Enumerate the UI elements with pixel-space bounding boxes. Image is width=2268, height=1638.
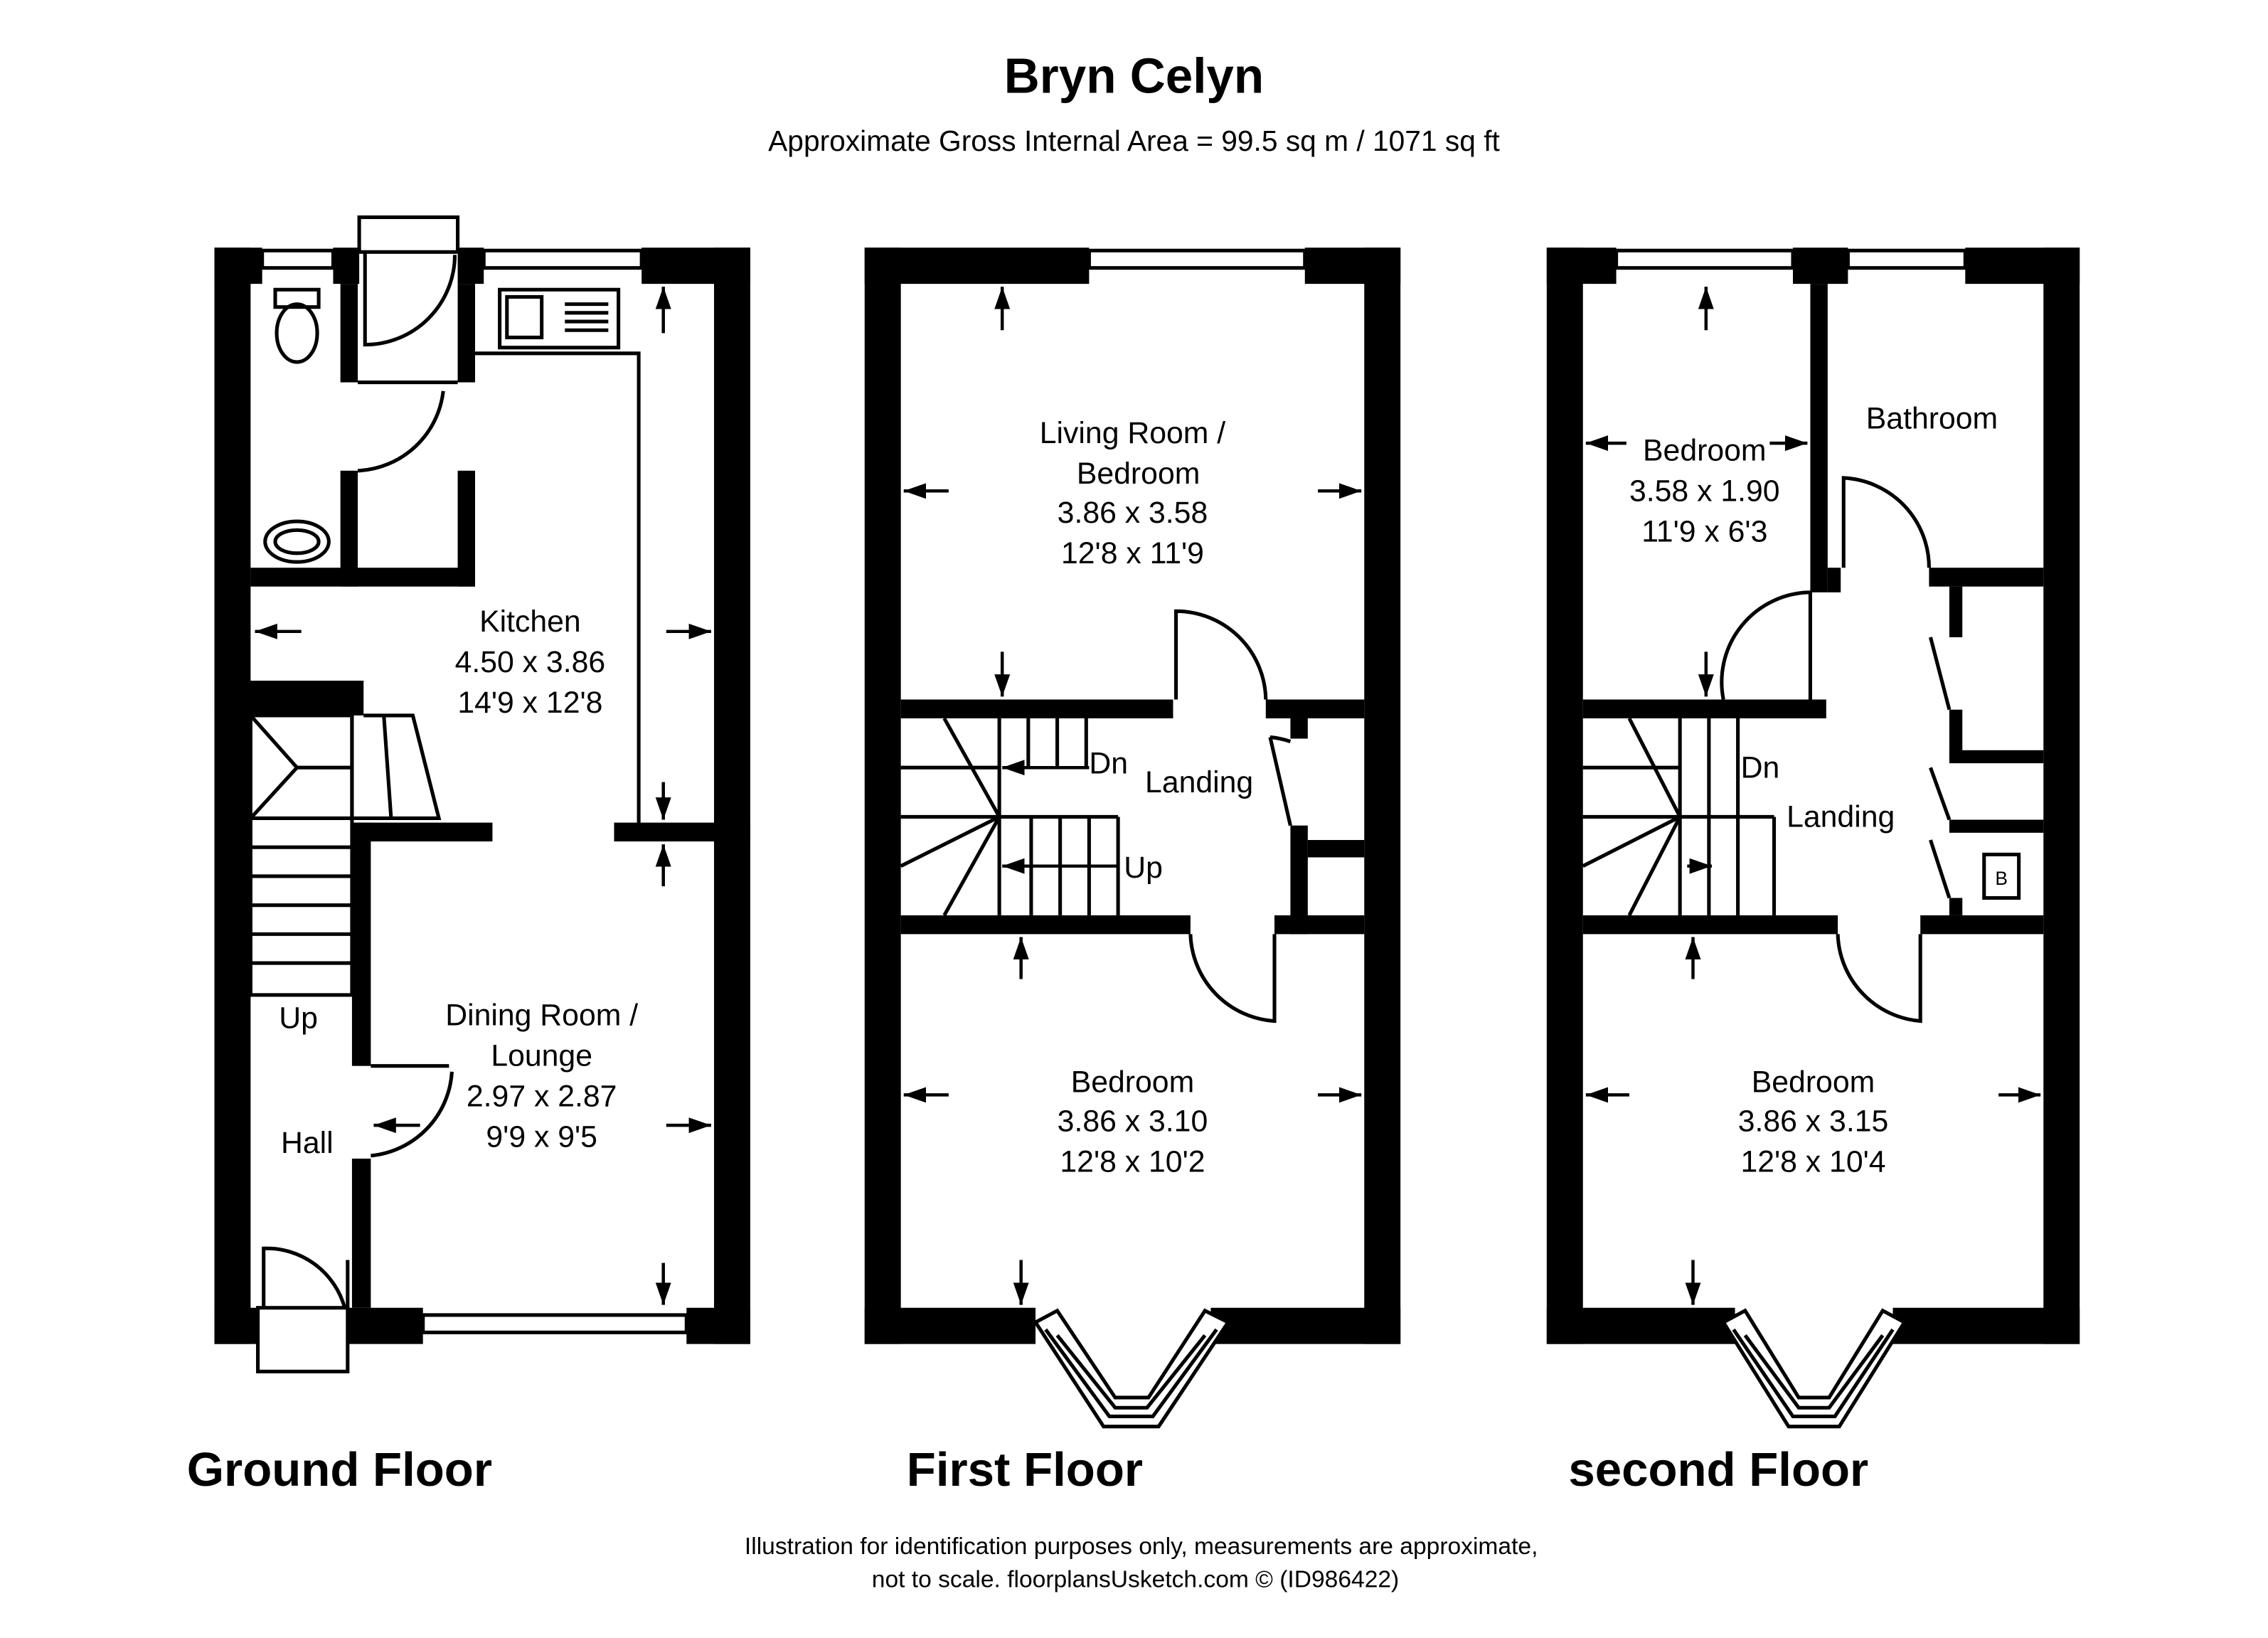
first-bedroom-label: Bedroom [1071, 1065, 1194, 1099]
disclaimer-line2: not to scale. floorplansUsketch.com © (I… [872, 1567, 1399, 1593]
dining-label-line2: Lounge [491, 1039, 592, 1073]
second-stairs-down-label: Dn [1741, 750, 1780, 785]
dining-imperial: 9'9 x 9'5 [486, 1120, 597, 1154]
second-landing-label: Landing [1787, 800, 1895, 834]
gross-area-text: Approximate Gross Internal Area = 99.5 s… [768, 124, 1500, 157]
kitchen-imperial: 14'9 x 12'8 [457, 686, 602, 720]
ground-floor-label: Ground Floor [187, 1443, 492, 1496]
second-bedroom-imperial: 12'8 x 10'4 [1740, 1144, 1885, 1179]
second-bedroom-metric: 3.86 x 3.15 [1738, 1104, 1889, 1138]
kitchen-metric: 4.50 x 3.86 [455, 645, 606, 679]
small-bedroom-metric: 3.58 x 1.90 [1629, 474, 1780, 509]
plan-title: Bryn Celyn [1004, 48, 1264, 103]
first-floor-label: First Floor [907, 1443, 1143, 1496]
small-bedroom-imperial: 11'9 x 6'3 [1641, 515, 1767, 549]
kitchen-label: Kitchen [479, 605, 581, 639]
second-floor-plan: B Bedroom 3.58 x 1.90 11'9 x 6'3 Bathroo… [1546, 248, 2080, 1429]
first-bedroom-imperial: 12'8 x 10'2 [1060, 1144, 1205, 1179]
bathroom-label: Bathroom [1866, 402, 1998, 436]
disclaimer-line1: Illustration for identification purposes… [745, 1533, 1538, 1560]
ground-stairs-up-label: Up [279, 1001, 318, 1036]
boiler-label: B [1995, 868, 2008, 889]
ground-floor-plan: Kitchen 4.50 x 3.86 14'9 x 12'8 Dining R… [214, 215, 750, 1373]
dining-metric: 2.97 x 2.87 [467, 1080, 617, 1114]
second-floor-label: second Floor [1568, 1443, 1868, 1496]
first-stairs-up-label: Up [1124, 851, 1163, 885]
dining-label-line1: Dining Room / [445, 999, 638, 1033]
first-stairs-down-label: Dn [1089, 746, 1128, 780]
living-room-label-line1: Living Room / [1040, 416, 1225, 450]
second-bedroom-label: Bedroom [1752, 1065, 1875, 1099]
living-room-label-line2: Bedroom [1077, 457, 1200, 491]
first-landing-label: Landing [1145, 765, 1253, 799]
small-bedroom-label: Bedroom [1643, 434, 1766, 468]
hall-label: Hall [281, 1126, 334, 1160]
first-bedroom-metric: 3.86 x 3.10 [1058, 1104, 1208, 1138]
first-floor-plan: Living Room / Bedroom 3.86 x 3.58 12'8 x… [864, 248, 1401, 1429]
living-room-metric: 3.86 x 3.58 [1058, 496, 1208, 530]
living-room-imperial: 12'8 x 11'9 [1061, 536, 1204, 570]
